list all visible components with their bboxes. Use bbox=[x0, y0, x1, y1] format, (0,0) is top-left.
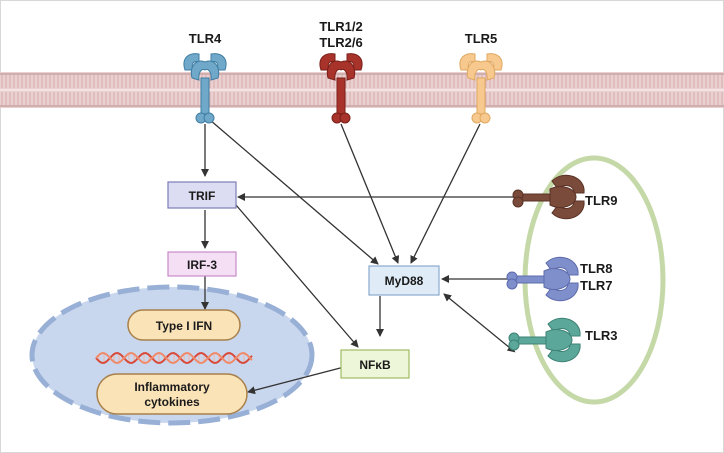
tlr4-label: TLR4 bbox=[189, 31, 222, 46]
tlr1-2-label: TLR1/2 bbox=[319, 19, 362, 34]
tlr8-7-receptor bbox=[506, 256, 579, 302]
type1-ifn-label: Type I IFN bbox=[156, 319, 212, 333]
arrow-tlr4-myd88 bbox=[209, 119, 379, 265]
trif-label: TRIF bbox=[189, 189, 216, 203]
tlr3-label: TLR3 bbox=[585, 328, 618, 343]
cytokines-label-line1: Inflammatory bbox=[134, 380, 210, 394]
myd88-label: MyD88 bbox=[385, 274, 424, 288]
cytokines-node: Inflammatory cytokines bbox=[96, 373, 248, 415]
tlr4-receptor bbox=[183, 53, 227, 124]
tlr3-receptor bbox=[508, 317, 581, 363]
cytokines-label-line2: cytokines bbox=[144, 395, 200, 409]
tlr5-receptor bbox=[459, 53, 503, 124]
tlr9-label: TLR9 bbox=[585, 193, 618, 208]
irf3-label: IRF-3 bbox=[187, 258, 217, 272]
tlr2-6-label: TLR2/6 bbox=[319, 35, 362, 50]
arrow-tlr5-myd88 bbox=[410, 123, 481, 264]
tlr9-receptor bbox=[512, 174, 585, 220]
arrows bbox=[201, 119, 516, 395]
dna-helix bbox=[95, 352, 253, 364]
type1-ifn-node: Type I IFN bbox=[127, 309, 241, 341]
plasma-membrane bbox=[0, 72, 724, 108]
tlr1-2-receptor bbox=[319, 53, 363, 124]
arrow-tlr12-myd88 bbox=[340, 123, 400, 264]
irf3-node: IRF-3 bbox=[167, 251, 237, 277]
nfkb-node: NFκB bbox=[340, 349, 410, 379]
trif-node: TRIF bbox=[167, 181, 237, 209]
myd88-node: MyD88 bbox=[368, 265, 440, 296]
arrow-tlr3-myd88 bbox=[443, 293, 516, 353]
tlr8-label: TLR8 bbox=[580, 261, 613, 276]
arrow-trif-nfkb bbox=[235, 204, 359, 348]
tlr7-label: TLR7 bbox=[580, 278, 613, 293]
arrow-nfkb-cytokines bbox=[247, 365, 349, 395]
tlr5-label: TLR5 bbox=[465, 31, 498, 46]
nfkb-label: NFκB bbox=[359, 358, 391, 372]
